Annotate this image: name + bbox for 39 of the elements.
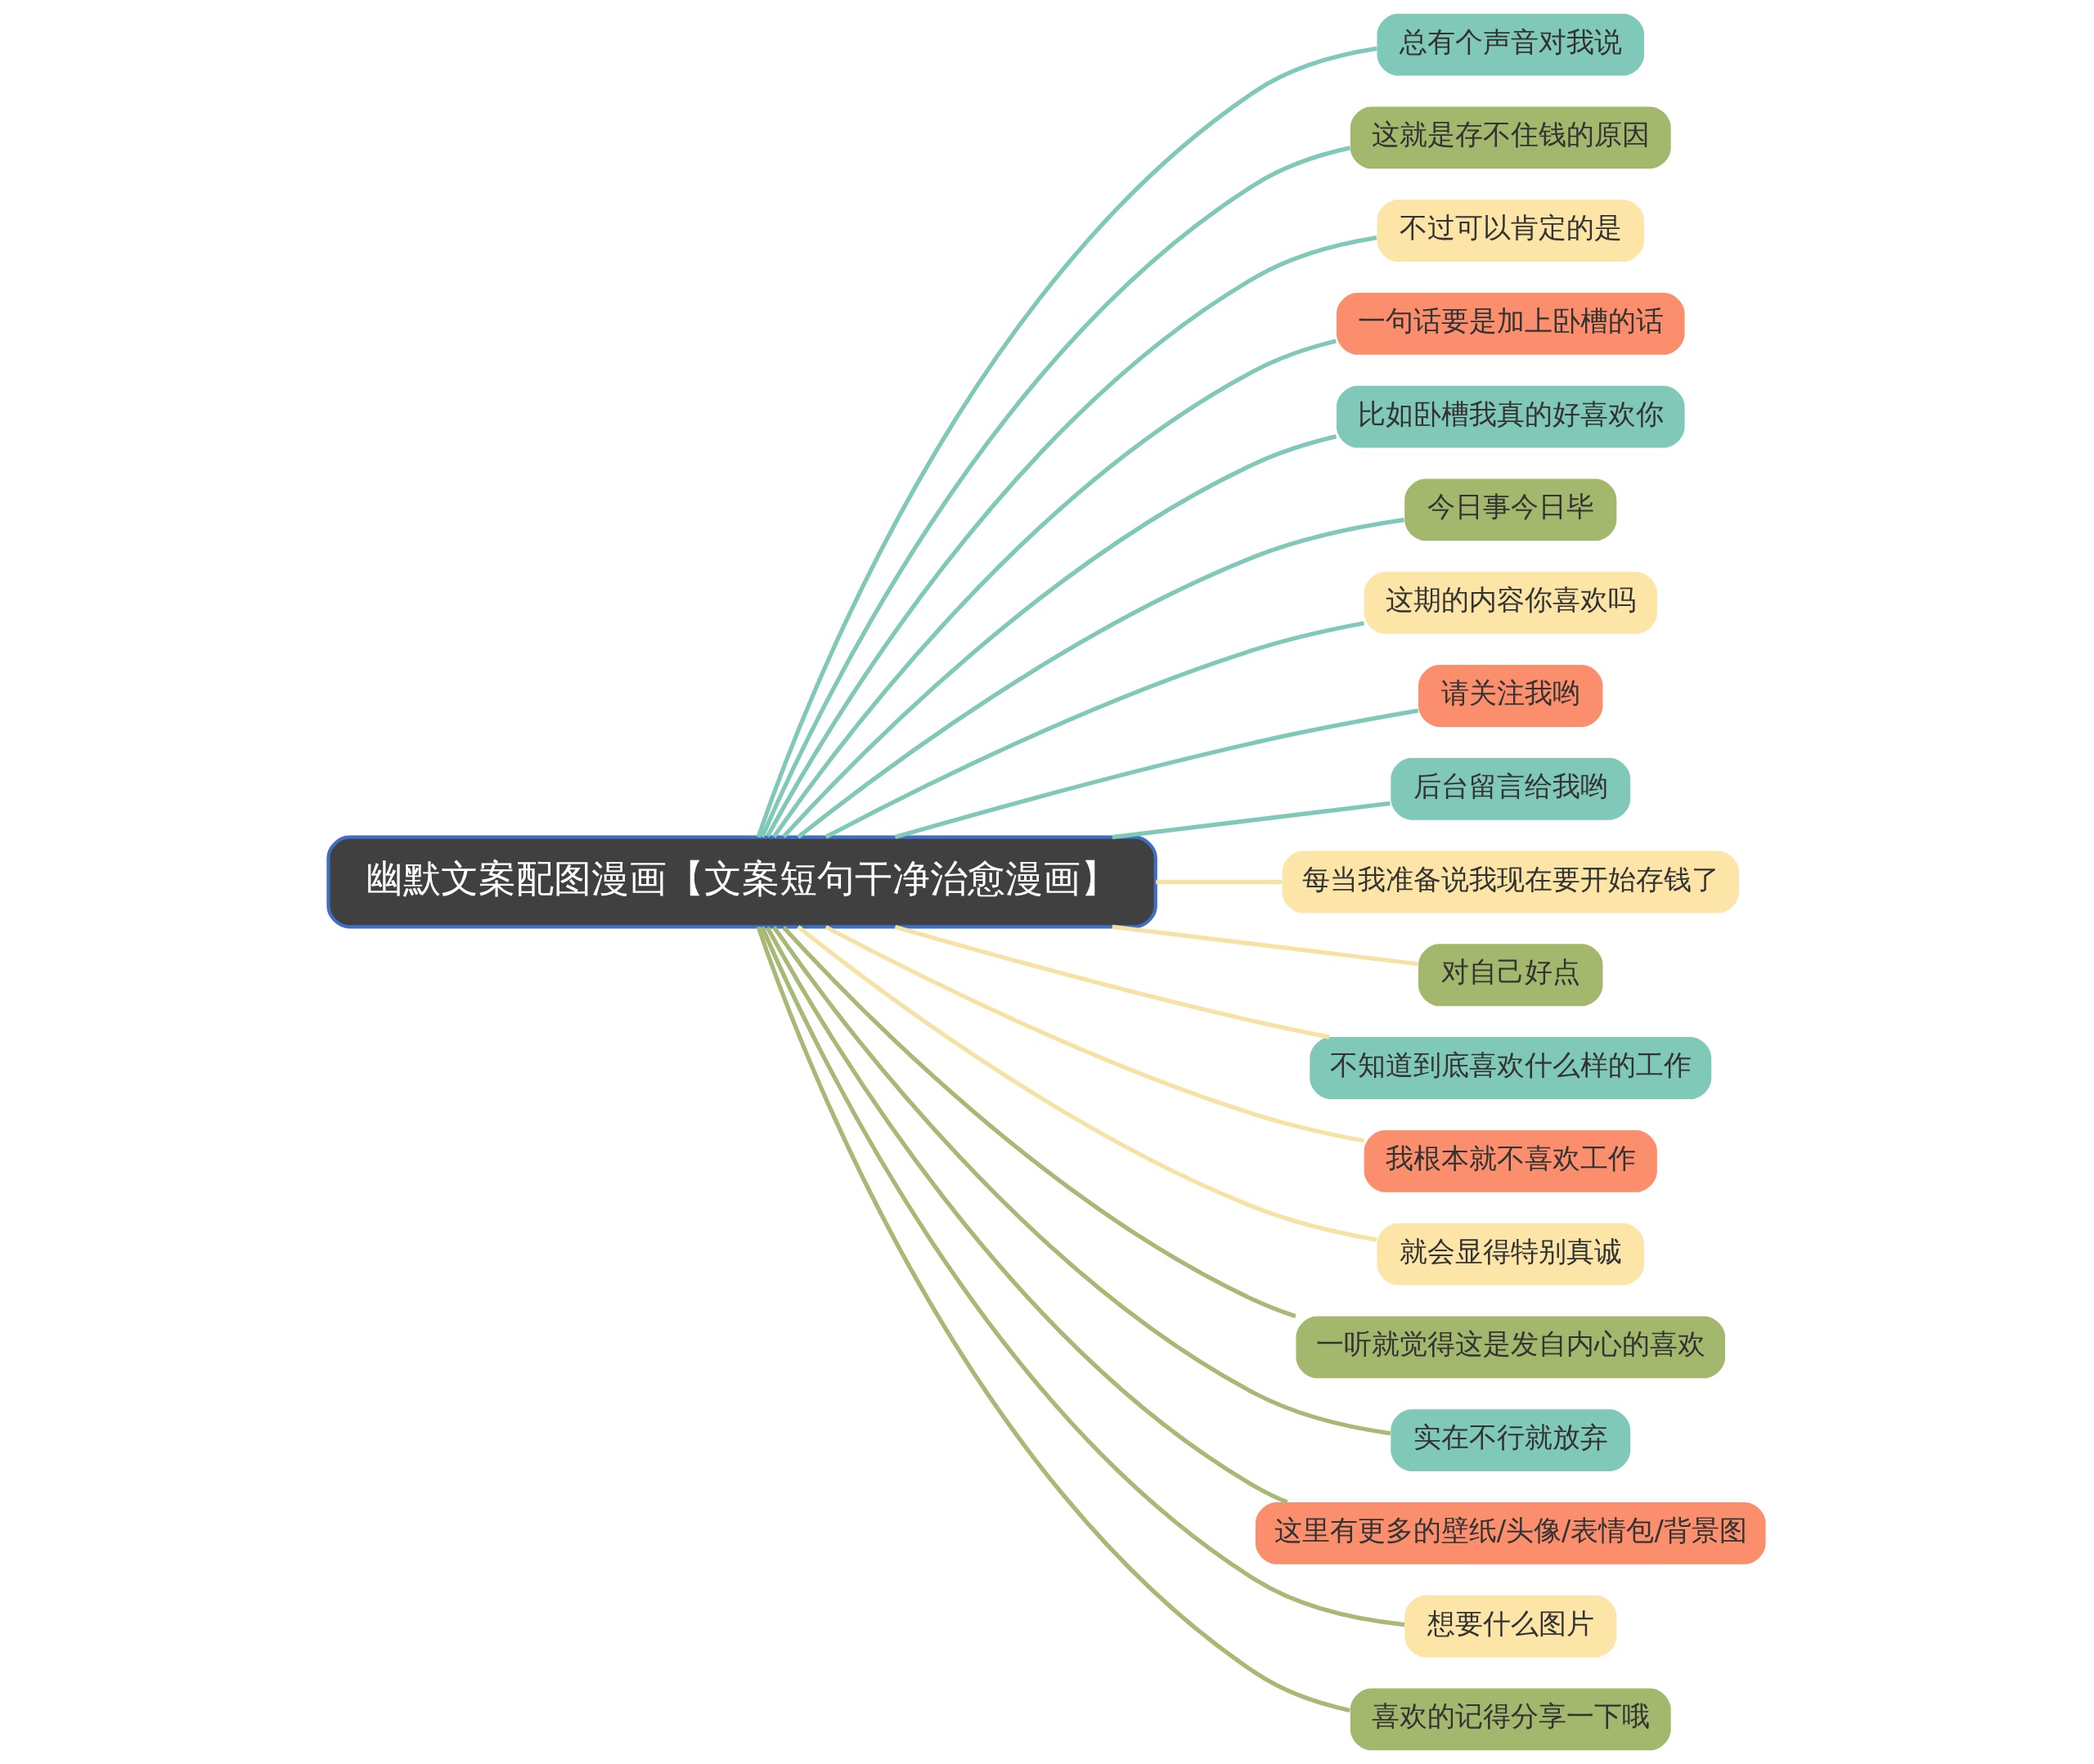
connector (825, 621, 1365, 839)
node-box: 这里有更多的壁纸/头像/表情包/背景图 (1255, 1502, 1766, 1564)
connector (894, 924, 1330, 1039)
node-box: 后台留言给我哟 (1391, 757, 1631, 820)
node-box: 不过可以肯定的是 (1377, 200, 1645, 262)
connector (782, 926, 1296, 1319)
connector (1112, 924, 1418, 967)
connector (797, 925, 1377, 1242)
node-box: 请关注我哟 (1418, 665, 1603, 727)
node-box: 一句话要是加上卧槽的话 (1336, 292, 1685, 355)
connector (760, 926, 1405, 1627)
connector (765, 236, 1377, 837)
connector (782, 434, 1337, 838)
connector (756, 926, 1350, 1713)
connector (765, 927, 1288, 1505)
node-box: 对自己好点 (1418, 944, 1603, 1007)
connector (772, 926, 1391, 1436)
node-box: 幽默文案配图漫画【文案短句干净治愈漫画】 (326, 835, 1157, 929)
node-box: 不知道到底喜欢什么样的工作 (1310, 1037, 1712, 1099)
node-box: 总有个声音对我说 (1377, 13, 1645, 76)
node-box: 想要什么图片 (1404, 1595, 1617, 1658)
node-box: 喜欢的记得分享一下哦 (1350, 1688, 1671, 1751)
node-box: 每当我准备说我现在要开始存钱了 (1282, 851, 1739, 913)
node-box: 这期的内容你喜欢吗 (1364, 572, 1657, 635)
connector (756, 46, 1377, 838)
connector (760, 146, 1350, 838)
node-box: 今日事今日毕 (1404, 478, 1617, 541)
node-box: 比如卧槽我真的好喜欢你 (1336, 385, 1685, 448)
node-box: 实在不行就放弃 (1391, 1409, 1631, 1472)
connector (1156, 879, 1283, 885)
node-box: 这就是存不住钱的原因 (1350, 106, 1671, 169)
node-box: 我根本就不喜欢工作 (1364, 1129, 1657, 1192)
node-box: 一听就觉得这是发自内心的喜欢 (1296, 1316, 1726, 1379)
connector (797, 518, 1404, 839)
node-box: 就会显得特别真诚 (1377, 1223, 1645, 1286)
connector (772, 339, 1337, 838)
connector (1112, 801, 1391, 840)
connector (825, 925, 1365, 1143)
connector (894, 708, 1419, 840)
